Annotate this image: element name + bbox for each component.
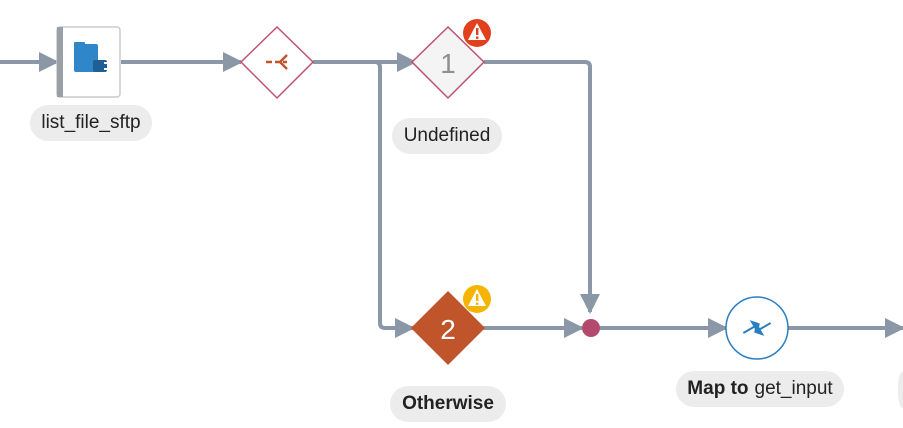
caution-warning-icon[interactable] xyxy=(463,285,491,313)
connector-route1-to-join xyxy=(484,60,600,314)
error-warning-icon[interactable] xyxy=(463,19,491,47)
adapter-node-list-file-sftp[interactable] xyxy=(56,26,121,98)
connector-switch-to-route2 xyxy=(374,60,415,338)
adapter-label-text: list_file_sftp xyxy=(41,112,141,133)
route-2-number: 2 xyxy=(440,314,456,345)
map-label-bold: Map to xyxy=(687,378,749,399)
adapter-label[interactable]: list_file_sftp xyxy=(30,105,152,141)
switch-router-node[interactable] xyxy=(239,25,315,100)
route-2-diamond[interactable]: 2 xyxy=(410,290,486,366)
connector-lines xyxy=(0,52,903,338)
next-node-partial[interactable] xyxy=(898,372,903,408)
route-1-label[interactable]: Undefined xyxy=(392,118,502,154)
switch-router-icon xyxy=(266,54,288,70)
ftp-adapter-icon xyxy=(74,42,110,72)
join-dot xyxy=(582,319,600,337)
route-2-label-text: Otherwise xyxy=(402,393,494,414)
route-1-diamond[interactable]: 1 xyxy=(410,25,486,100)
map-arrows-icon xyxy=(742,320,772,336)
route-1-label-text: Undefined xyxy=(403,125,491,146)
route-1-number: 1 xyxy=(440,48,456,79)
map-label-target: get_input xyxy=(754,378,833,399)
map-node[interactable] xyxy=(725,296,789,360)
route-2-label[interactable]: Otherwise xyxy=(390,386,506,422)
